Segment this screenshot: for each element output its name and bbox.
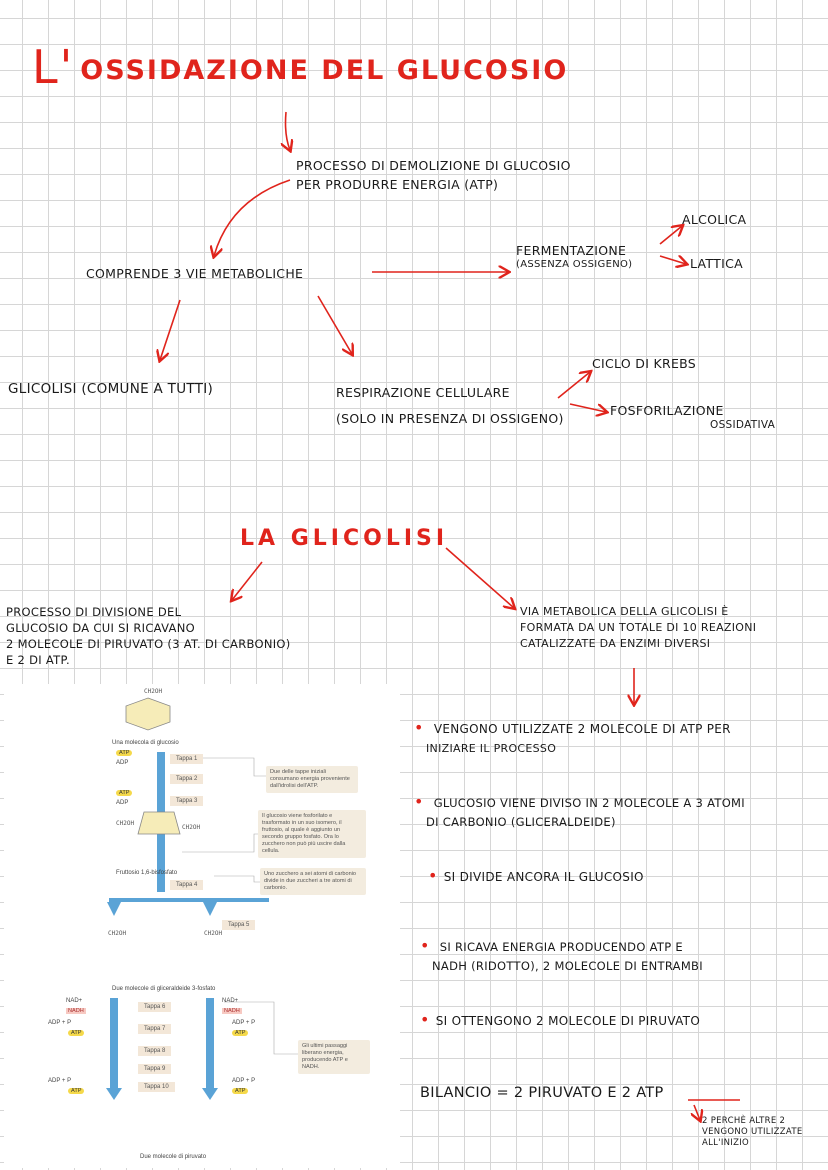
bullet-5: SI OTTENGONO 2 MOLECOLE DI PIRUVATO: [420, 1010, 700, 1031]
bullet-4-line1: SI RICAVA ENERGIA PRODUCENDO ATP E: [439, 940, 683, 954]
fosforilazione-line1: FOSFORILAZIONE: [610, 403, 724, 418]
adp-label-1: ADP: [116, 760, 129, 766]
atp-pill-1: ATP: [116, 750, 133, 756]
atp-pill-right-1: ATP: [232, 1030, 249, 1036]
alcolica-label: ALCOLICA: [682, 212, 747, 227]
bullet-1-line1: VENGONO UTILIZZATE 2 MOLECOLE DI ATP PER: [433, 722, 731, 736]
bullet-4-line2: NADH (RIDOTTO), 2 MOLECOLE DI ENTRAMBI: [432, 959, 703, 973]
respirazione: RESPIRAZIONE CELLULARE (SOLO IN PRESENZA…: [336, 380, 564, 432]
g3p-caption: Due molecole di gliceraldeide 3-fosfato: [112, 986, 216, 992]
left-def-line2: GLUCOSIO DA CUI SI RICAVANO: [6, 621, 195, 635]
nadh-tag-right: NADH: [222, 1008, 242, 1014]
glucose-ch2oh: CH2OH: [144, 688, 163, 695]
bilancio-note: 2 PERCHÈ ALTRE 2 VENGONO UTILIZZATE ALL'…: [702, 1116, 803, 1149]
glicolisi-common: GLICOLISI (COMUNE A TUTTI): [8, 381, 214, 397]
atp-pill-2: ATP: [116, 790, 133, 796]
respirazione-label: RESPIRAZIONE CELLULARE: [336, 385, 510, 400]
fosforilazione-line2: OSSIDATIVA: [710, 419, 776, 431]
adp-p-left-2: ADP + P: [48, 1078, 72, 1084]
tappa-4: Tappa 4: [170, 880, 204, 890]
bilancio-note-line2: VENGONO UTILIZZATE: [702, 1127, 803, 1137]
right-def-line2: FORMATA DA UN TOTALE DI 10 REAZIONI: [520, 621, 757, 634]
tappa-5: Tappa 5: [222, 920, 256, 930]
tappa-2: Tappa 2: [170, 774, 204, 784]
title-prefix: L': [32, 40, 75, 94]
atp-pill-left-1: ATP: [68, 1030, 85, 1036]
page-title: L'OSSIDAZIONE DEL GLUCOSIO: [32, 40, 568, 94]
fructose-ch2o-right: CH2OH: [182, 824, 201, 831]
left-def-line1: PROCESSO DI DIVISIONE DEL: [6, 605, 182, 619]
g3p-right: CH2OH: [204, 930, 223, 937]
left-def-line3: 2 MOLECOLE DI PIRUVATO (3 AT. DI CARBONI…: [6, 637, 291, 651]
lattica-label: LATTICA: [690, 256, 743, 271]
nadh-tag-left: NADH: [66, 1008, 86, 1014]
note-3: Uno zucchero a sei atomi di carbonio div…: [260, 868, 366, 895]
bullet-2-line1: GLUCOSIO VIENE DIVISO IN 2 MOLECOLE A 3 …: [433, 796, 745, 810]
tappa-10: Tappa 10: [138, 1082, 175, 1092]
respirazione-note: (SOLO IN PRESENZA DI OSSIGENO): [336, 411, 564, 426]
bullet-1: VENGONO UTILIZZATE 2 MOLECOLE DI ATP PER…: [414, 718, 731, 758]
tappa-1: Tappa 1: [170, 754, 204, 764]
bilancio-note-line3: ALL'INIZIO: [702, 1138, 750, 1148]
fosforilazione: FOSFORILAZIONE OSSIDATIVA: [610, 404, 775, 432]
definition-line1: PROCESSO DI DEMOLIZIONE DI GLUCOSIO: [296, 158, 571, 173]
section-title-glicolisi: LA GLICOLISI: [240, 526, 449, 551]
comprende-label: COMPRENDE 3 VIE METABOLICHE: [86, 266, 304, 281]
adp-p-right-1: ADP + P: [232, 1020, 256, 1026]
glycolysis-figure: CH2OH Una molecola di glucosio ATP ADP T…: [4, 684, 400, 1168]
pyruvate-caption: Due molecole di piruvato: [140, 1154, 207, 1160]
definition-line2: PER PRODURRE ENERGIA (ATP): [296, 177, 499, 192]
glucose-caption: Una molecola di glucosio: [112, 740, 179, 746]
bullet-2-line2: DI CARBONIO (GLICERALDEIDE): [426, 815, 616, 829]
definition: PROCESSO DI DEMOLIZIONE DI GLUCOSIO PER …: [296, 156, 571, 194]
fructose-ch2o-left: CH2OH: [116, 820, 135, 827]
figure-drawing: [106, 697, 298, 1100]
tappa-7: Tappa 7: [138, 1024, 172, 1034]
right-def-line1: VIA METABOLICA DELLA GLICOLISI È: [520, 605, 729, 618]
fermentazione: FERMENTAZIONE (ASSENZA OSSIGENO): [516, 244, 632, 272]
tappa-8: Tappa 8: [138, 1046, 172, 1056]
note-1: Due delle tappe iniziali consumano energ…: [266, 766, 358, 793]
fermentazione-note: (ASSENZA OSSIGENO): [516, 259, 633, 270]
left-definition: PROCESSO DI DIVISIONE DEL GLUCOSIO DA CU…: [6, 604, 291, 668]
nad-label-left: NAD+: [66, 998, 83, 1004]
g3p-left: CH2OH: [108, 930, 127, 937]
bilancio: BILANCIO = 2 PIRUVATO E 2 ATP: [420, 1085, 664, 1101]
bullet-3: SI DIVIDE ANCORA IL GLUCOSIO: [428, 866, 644, 887]
bullet-2: GLUCOSIO VIENE DIVISO IN 2 MOLECOLE A 3 …: [414, 792, 745, 832]
note-4: Gli ultimi passaggi liberano energia, pr…: [298, 1040, 370, 1074]
bullet-4: SI RICAVA ENERGIA PRODUCENDO ATP E NADH …: [420, 936, 703, 976]
tappa-9: Tappa 9: [138, 1064, 172, 1074]
right-def-line3: CATALIZZATE DA ENZIMI DIVERSI: [520, 637, 711, 650]
adp-p-right-2: ADP + P: [232, 1078, 256, 1084]
fructose-caption: Fruttosio 1,6-bisfosfato: [116, 870, 178, 876]
krebs-label: CICLO DI KREBS: [592, 356, 697, 371]
nad-label-right: NAD+: [222, 998, 239, 1004]
bullet-1-line2: INIZIARE IL PROCESSO: [426, 742, 557, 755]
bilancio-note-line1: 2 PERCHÈ ALTRE 2: [702, 1116, 786, 1126]
right-definition: VIA METABOLICA DELLA GLICOLISI È FORMATA…: [520, 604, 756, 652]
note-2: Il glucosio viene fosforilato e trasform…: [258, 810, 366, 858]
fermentazione-label: FERMENTAZIONE: [516, 243, 627, 258]
title-text: OSSIDAZIONE DEL GLUCOSIO: [80, 55, 569, 86]
atp-pill-left-2: ATP: [68, 1088, 85, 1094]
tappa-3: Tappa 3: [170, 796, 204, 806]
tappa-6: Tappa 6: [138, 1002, 172, 1012]
left-def-line4: E 2 DI ATP.: [6, 653, 70, 667]
atp-pill-right-2: ATP: [232, 1088, 249, 1094]
adp-label-2: ADP: [116, 800, 129, 806]
adp-p-left-1: ADP + P: [48, 1020, 72, 1026]
